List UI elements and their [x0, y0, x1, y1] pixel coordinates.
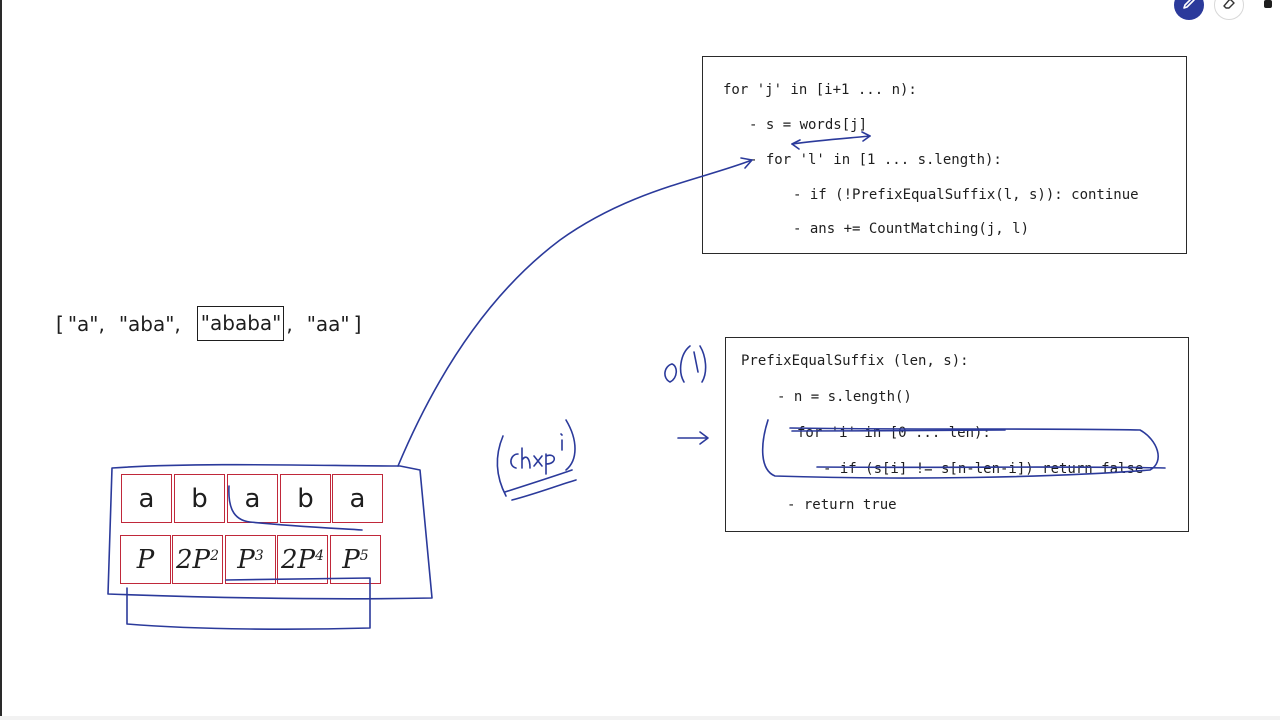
code-line: - ans += CountMatching(j, l) — [793, 221, 1030, 237]
code-box-outer-loop: for 'j' in [i+1 ... n): - s = words[j] -… — [702, 56, 1187, 254]
ink-loop-enclosure — [761, 419, 1159, 479]
ink-ch — [510, 447, 531, 469]
cell-char: b — [191, 483, 208, 514]
array-comma: , — [286, 311, 293, 336]
ink-bracket-left — [496, 435, 507, 497]
word-a: "a", — [67, 311, 105, 336]
ink-connector-curve — [397, 159, 753, 467]
words-array: [ "a", "aba", "ababa" , "aa" ] — [56, 306, 361, 341]
pen-icon — [1181, 0, 1197, 16]
ink-strike-line-1 — [791, 429, 1006, 432]
ink-double-arrow — [791, 135, 871, 145]
code-line-struck: - if (s[i] != s[n-len-i]) return false — [823, 461, 1144, 477]
eraser-icon — [1221, 0, 1237, 16]
array-close-bracket: ] — [353, 311, 362, 336]
cell-hash-exp: 2 — [210, 547, 219, 564]
cell-hash-base: P — [237, 544, 255, 575]
ink-strike-line-2 — [816, 466, 1166, 469]
word-aba: "aba", — [118, 311, 181, 336]
cell-hash-exp: 3 — [254, 547, 264, 564]
ink-grid-enclosure — [107, 463, 433, 600]
cell-hash-base: P — [136, 544, 155, 575]
cell-hash-base: 2P — [176, 544, 211, 575]
ink-underline-2 — [511, 479, 577, 501]
ink-suffix-highlight — [228, 485, 363, 531]
code-line: - n = s.length() — [777, 389, 912, 405]
cell-hash-exp: 5 — [359, 547, 369, 564]
cell-hash-base: P — [342, 544, 360, 575]
code-line: - return true — [787, 497, 897, 513]
ink-bottom-bracket — [126, 577, 371, 630]
code-line: PrefixEqualSuffix (len, s): — [741, 353, 969, 369]
grid-cell-top: b — [174, 474, 225, 523]
ink-p — [545, 453, 556, 475]
cell-hash-base: 2P — [281, 544, 316, 575]
cell-char: a — [349, 483, 366, 514]
ink-o1 — [664, 345, 707, 383]
word-ababa-highlighted: "ababa" — [196, 306, 285, 341]
cell-char: a — [138, 483, 155, 514]
more-tool-button[interactable] — [1256, 0, 1280, 18]
ink-exp-i — [560, 433, 563, 451]
code-line: for 'j' in [i+1 ... n): — [723, 82, 917, 98]
cell-char: b — [297, 483, 314, 514]
word-aa: "aa" — [306, 311, 350, 336]
code-line: - if (!PrefixEqualSuffix(l, s)): continu… — [793, 187, 1139, 203]
code-line: - for 'l' in [1 ... s.length): — [749, 152, 1002, 168]
left-border — [0, 0, 2, 720]
grid-cell-top: b — [280, 474, 331, 523]
ink-underline-1 — [504, 469, 573, 493]
grid-cell-bottom: P — [120, 535, 171, 584]
grid-cell-top: a — [121, 474, 172, 523]
cell-hash-exp: 4 — [315, 547, 324, 564]
ink-bracket-right — [565, 419, 576, 471]
pen-tool-button[interactable] — [1174, 0, 1204, 20]
array-open-bracket: [ — [56, 311, 64, 336]
ink-times — [533, 455, 543, 467]
grid-cell-top: a — [332, 474, 383, 523]
more-icon — [1262, 0, 1274, 15]
ink-arrow-right — [677, 431, 709, 445]
code-line: - s = words[j] — [749, 117, 868, 133]
cell-char: a — [244, 483, 261, 514]
bottom-scrollbar-track — [0, 716, 1280, 720]
